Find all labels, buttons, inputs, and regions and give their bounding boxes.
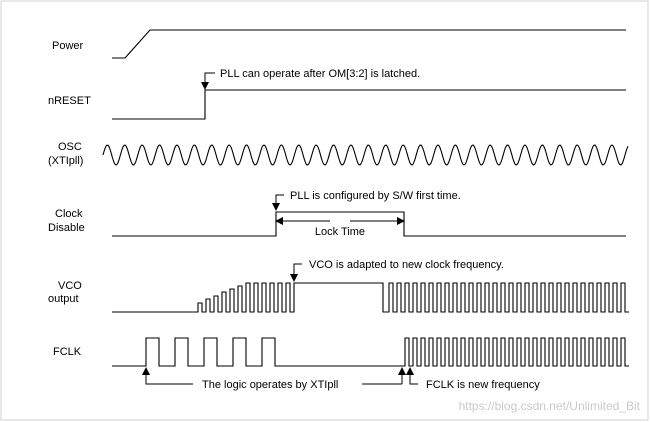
logic-note-arrow	[142, 367, 193, 385]
clock-note-arrow	[272, 194, 284, 211]
label-vco: VCO	[58, 280, 82, 292]
label-osc-sub: (XTIpll)	[48, 155, 83, 167]
power-waveform	[112, 29, 626, 59]
note-logic-xtipll: The logic operates by XTIpll	[202, 379, 338, 391]
vco-note-arrow	[290, 263, 302, 282]
label-fclk: FCLK	[53, 346, 82, 358]
label-disable: Disable	[48, 222, 85, 234]
watermark-text: https://blog.csdn.net/Unlimited_Bit	[459, 399, 641, 413]
note-pll-latched: PLL can operate after OM[3:2] is latched…	[220, 68, 420, 80]
nreset-note-arrow	[201, 72, 215, 90]
label-osc: OSC	[58, 141, 82, 153]
fclk-note-arrow	[406, 367, 418, 385]
osc-waveform	[102, 144, 629, 166]
vco-output-waveform	[112, 282, 629, 313]
note-fclk-new: FCLK is new frequency	[426, 379, 540, 391]
label-nreset: nRESET	[48, 95, 91, 107]
note-pll-config: PLL is configured by S/W first time.	[290, 190, 461, 202]
nreset-waveform	[112, 89, 626, 120]
lock-time-label: Lock Time	[315, 226, 365, 238]
label-clock: Clock	[55, 208, 83, 220]
label-power: Power	[52, 40, 84, 52]
fclk-waveform	[112, 337, 629, 367]
clock-disable-waveform	[112, 211, 626, 237]
note-vco-adapted: VCO is adapted to new clock frequency.	[309, 259, 504, 271]
label-vco-output: output	[48, 293, 79, 305]
